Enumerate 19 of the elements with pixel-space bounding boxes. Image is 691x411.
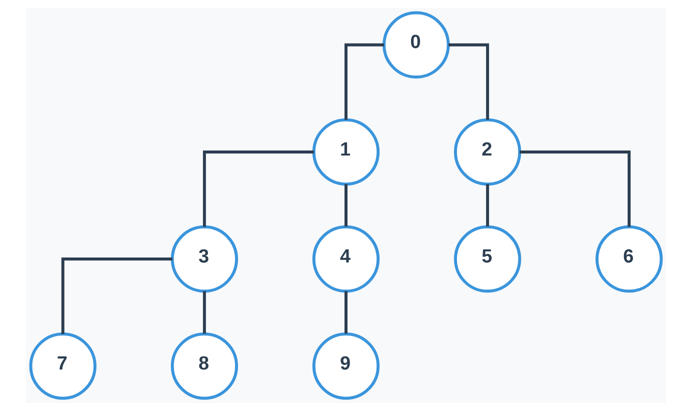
node-circle: 8: [170, 332, 238, 400]
connector: [448, 43, 489, 120]
connector: [519, 150, 630, 227]
connector: [60, 258, 172, 334]
node-circle: 3: [170, 225, 238, 293]
node-circle: 4: [312, 225, 380, 293]
connector: [202, 150, 314, 227]
node-circle: 2: [453, 118, 521, 186]
connector: [344, 184, 347, 227]
node-circle: 5: [453, 225, 521, 293]
connector: [344, 43, 384, 120]
node-circle: 7: [28, 332, 96, 400]
connector: [486, 184, 489, 227]
connector: [344, 291, 347, 334]
node-circle: 1: [312, 118, 380, 186]
node-circle: 9: [312, 332, 380, 400]
connector: [202, 291, 206, 334]
node-circle: 6: [595, 225, 662, 293]
node-circle: 0: [382, 11, 450, 79]
